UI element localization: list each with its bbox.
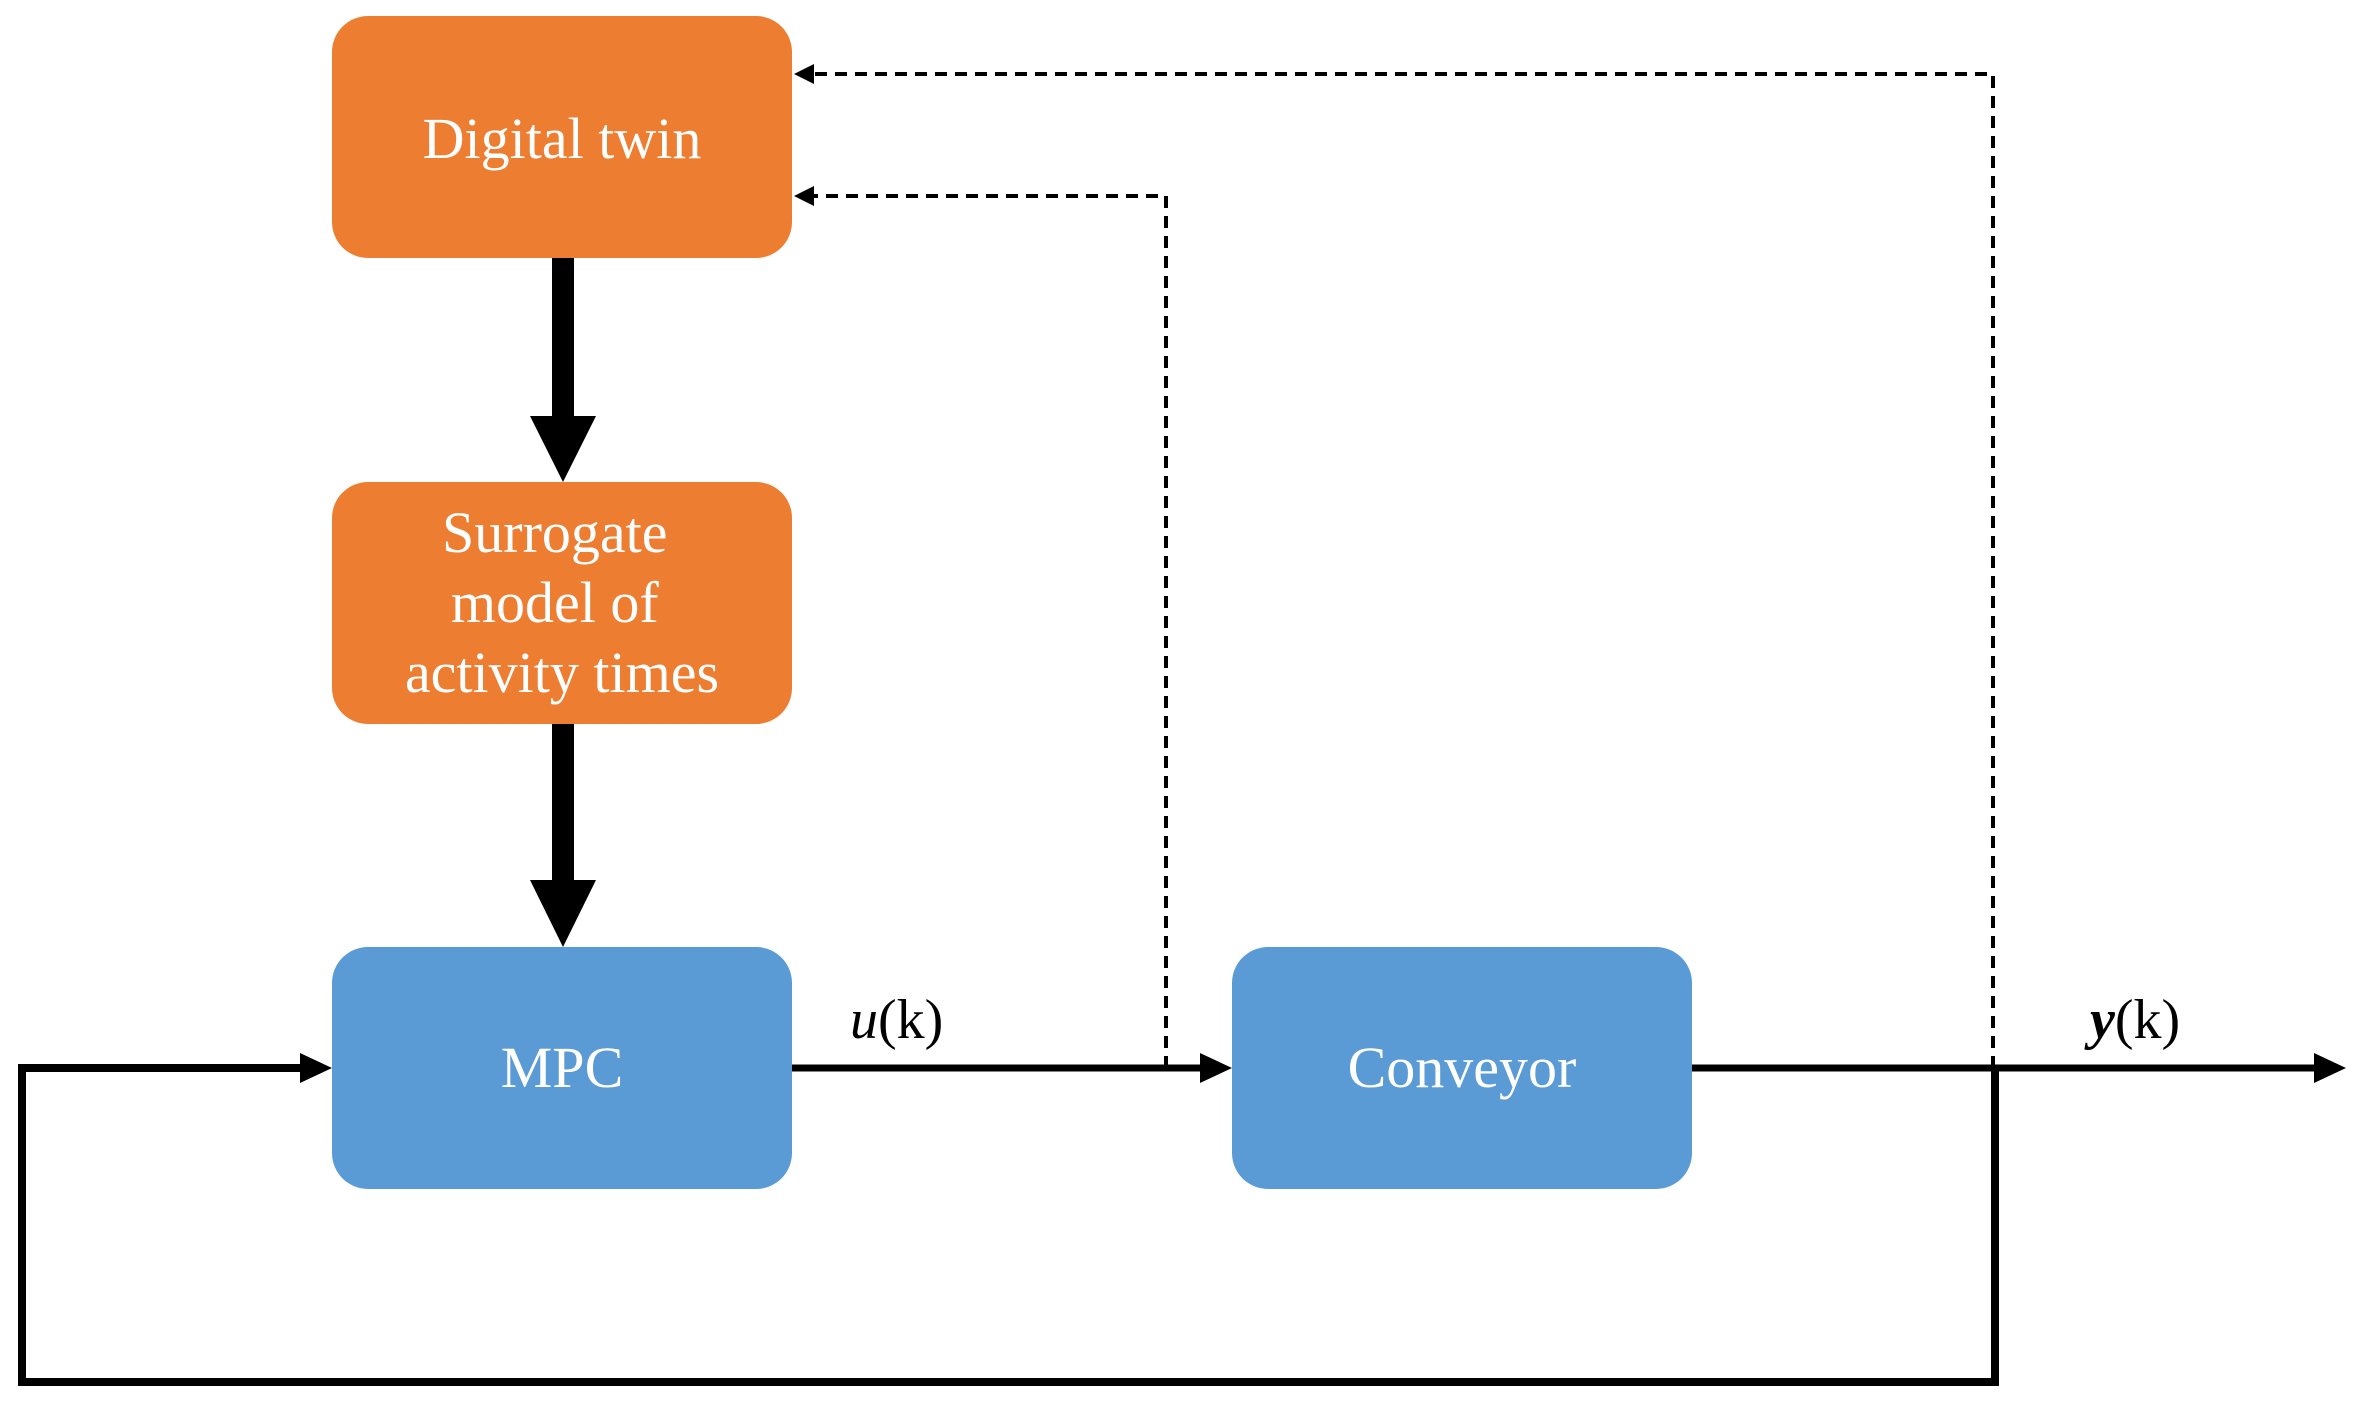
conveyor-label: Conveyor (1348, 1035, 1577, 1100)
feedback-loop-line (18, 1064, 1999, 1386)
digital-twin-box (332, 16, 792, 258)
feedback-arrowhead (300, 1053, 332, 1083)
output-symbol: y (2084, 989, 2116, 1051)
surrogate-model-box (332, 482, 792, 724)
digital-twin-label: Digital twin (423, 106, 702, 171)
mpc-box (332, 947, 792, 1189)
digital-twin-label-line: Digital twin (423, 106, 702, 171)
mpc-block: MPC (332, 947, 792, 1189)
output-arrowhead (2314, 1053, 2346, 1083)
dashed-input-to-digital-twin (812, 194, 1168, 1068)
dashed-output-arrowhead (794, 64, 814, 84)
digital-twin-to-surrogate-arrowhead (530, 416, 596, 482)
surrogate-model-label: Surrogate model of activity times (405, 500, 719, 705)
control-input-symbol: u (850, 989, 878, 1051)
dashed-input-arrowhead (794, 186, 814, 206)
output-label: y(k) (2084, 989, 2180, 1051)
conveyor-label-line: Conveyor (1348, 1035, 1577, 1100)
digital-twin-block: Digital twin (332, 16, 792, 258)
control-input-argument: (k) (878, 989, 943, 1051)
control-input-label: u(k) (850, 989, 943, 1051)
mpc-label-line: MPC (501, 1035, 624, 1100)
mpc-to-conveyor-arrowhead (1200, 1053, 1232, 1083)
conveyor-box (1232, 947, 1692, 1189)
surrogate-model-block: Surrogate model of activity times (332, 482, 792, 724)
dashed-output-to-digital-twin (812, 72, 1995, 1068)
surrogate-to-mpc-arrowhead (530, 880, 596, 947)
surrogate-model-label-line: model of (451, 570, 659, 635)
output-argument: (k) (2115, 989, 2180, 1051)
conveyor-block: Conveyor (1232, 947, 1692, 1189)
surrogate-model-label-line: activity times (405, 640, 719, 705)
mpc-label: MPC (501, 1035, 624, 1100)
surrogate-model-label-line: Surrogate (442, 500, 668, 565)
